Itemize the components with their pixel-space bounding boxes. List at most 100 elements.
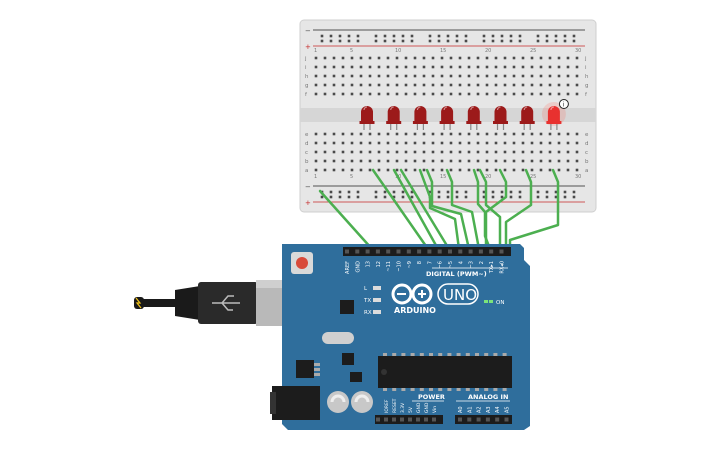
header-pin[interactable]: [365, 249, 370, 254]
breadboard-hole[interactable]: [548, 159, 552, 163]
jumper-wire[interactable]: [484, 168, 508, 251]
breadboard-hole[interactable]: [503, 132, 507, 136]
rail-hole[interactable]: [509, 190, 513, 194]
breadboard-hole[interactable]: [476, 150, 480, 154]
rail-hole[interactable]: [401, 39, 405, 43]
breadboard-hole[interactable]: [413, 92, 417, 96]
breadboard-hole[interactable]: [485, 56, 489, 60]
breadboard-hole[interactable]: [368, 168, 372, 172]
header-pin[interactable]: [467, 417, 472, 422]
breadboard-hole[interactable]: [485, 65, 489, 69]
breadboard-hole[interactable]: [404, 141, 408, 145]
breadboard-hole[interactable]: [512, 92, 516, 96]
rail-hole[interactable]: [554, 34, 558, 38]
breadboard-hole[interactable]: [557, 141, 561, 145]
breadboard-hole[interactable]: [341, 150, 345, 154]
rail-hole[interactable]: [455, 39, 459, 43]
breadboard-hole[interactable]: [458, 74, 462, 78]
breadboard-hole[interactable]: [323, 132, 327, 136]
rail-hole[interactable]: [401, 34, 405, 38]
breadboard-holes[interactable]: [314, 34, 579, 199]
breadboard-hole[interactable]: [386, 141, 390, 145]
breadboard-hole[interactable]: [557, 132, 561, 136]
breadboard-hole[interactable]: [575, 56, 579, 60]
breadboard-hole[interactable]: [575, 159, 579, 163]
breadboard-hole[interactable]: [539, 168, 543, 172]
rail-hole[interactable]: [563, 195, 567, 199]
breadboard-hole[interactable]: [413, 74, 417, 78]
breadboard-hole[interactable]: [494, 141, 498, 145]
header-pin[interactable]: [468, 249, 473, 254]
breadboard-hole[interactable]: [431, 56, 435, 60]
rail-hole[interactable]: [356, 34, 360, 38]
header-pin[interactable]: [384, 417, 388, 422]
rail-hole[interactable]: [518, 39, 522, 43]
breadboard-hole[interactable]: [566, 74, 570, 78]
breadboard-hole[interactable]: [458, 159, 462, 163]
rail-hole[interactable]: [464, 39, 468, 43]
breadboard-hole[interactable]: [404, 74, 408, 78]
rail-hole[interactable]: [338, 190, 342, 194]
rail-hole[interactable]: [320, 34, 324, 38]
breadboard-hole[interactable]: [548, 150, 552, 154]
breadboard-hole[interactable]: [431, 132, 435, 136]
rail-hole[interactable]: [320, 195, 324, 199]
breadboard-hole[interactable]: [530, 141, 534, 145]
breadboard-hole[interactable]: [395, 159, 399, 163]
breadboard-hole[interactable]: [467, 56, 471, 60]
breadboard-hole[interactable]: [575, 74, 579, 78]
rail-hole[interactable]: [455, 190, 459, 194]
breadboard-hole[interactable]: [476, 159, 480, 163]
breadboard-hole[interactable]: [566, 168, 570, 172]
breadboard-hole[interactable]: [350, 74, 354, 78]
breadboard-hole[interactable]: [521, 65, 525, 69]
breadboard-hole[interactable]: [548, 92, 552, 96]
header-pin[interactable]: [504, 417, 509, 422]
led-2[interactable]: [386, 106, 402, 130]
breadboard-hole[interactable]: [377, 56, 381, 60]
breadboard-hole[interactable]: [512, 168, 516, 172]
breadboard-hole[interactable]: [395, 132, 399, 136]
breadboard-hole[interactable]: [386, 92, 390, 96]
breadboard-hole[interactable]: [449, 56, 453, 60]
breadboard-hole[interactable]: [332, 141, 336, 145]
rail-hole[interactable]: [410, 34, 414, 38]
led-8[interactable]: [541, 102, 566, 130]
breadboard-hole[interactable]: [422, 159, 426, 163]
breadboard-hole[interactable]: [539, 141, 543, 145]
rail-hole[interactable]: [572, 39, 576, 43]
breadboard-hole[interactable]: [314, 150, 318, 154]
breadboard-hole[interactable]: [521, 159, 525, 163]
breadboard-hole[interactable]: [431, 74, 435, 78]
rail-hole[interactable]: [356, 195, 360, 199]
header-pin[interactable]: [432, 417, 436, 422]
breadboard-hole[interactable]: [395, 83, 399, 87]
breadboard-hole[interactable]: [476, 74, 480, 78]
header-pin[interactable]: [392, 417, 396, 422]
rail-hole[interactable]: [338, 39, 342, 43]
rail-hole[interactable]: [536, 34, 540, 38]
breadboard-hole[interactable]: [467, 65, 471, 69]
breadboard-hole[interactable]: [359, 168, 363, 172]
breadboard-hole[interactable]: [494, 74, 498, 78]
breadboard-hole[interactable]: [440, 141, 444, 145]
rail-hole[interactable]: [446, 190, 450, 194]
breadboard-hole[interactable]: [449, 150, 453, 154]
breadboard-hole[interactable]: [359, 83, 363, 87]
rail-hole[interactable]: [383, 195, 387, 199]
breadboard-hole[interactable]: [422, 83, 426, 87]
rail-hole[interactable]: [482, 190, 486, 194]
breadboard-hole[interactable]: [359, 159, 363, 163]
header-pin[interactable]: [417, 249, 422, 254]
breadboard-hole[interactable]: [431, 65, 435, 69]
breadboard-hole[interactable]: [476, 141, 480, 145]
rail-hole[interactable]: [338, 34, 342, 38]
breadboard-hole[interactable]: [350, 83, 354, 87]
breadboard-hole[interactable]: [323, 150, 327, 154]
header-pin[interactable]: [489, 249, 494, 254]
breadboard-hole[interactable]: [314, 65, 318, 69]
breadboard-hole[interactable]: [503, 56, 507, 60]
breadboard-hole[interactable]: [404, 65, 408, 69]
breadboard-hole[interactable]: [413, 132, 417, 136]
